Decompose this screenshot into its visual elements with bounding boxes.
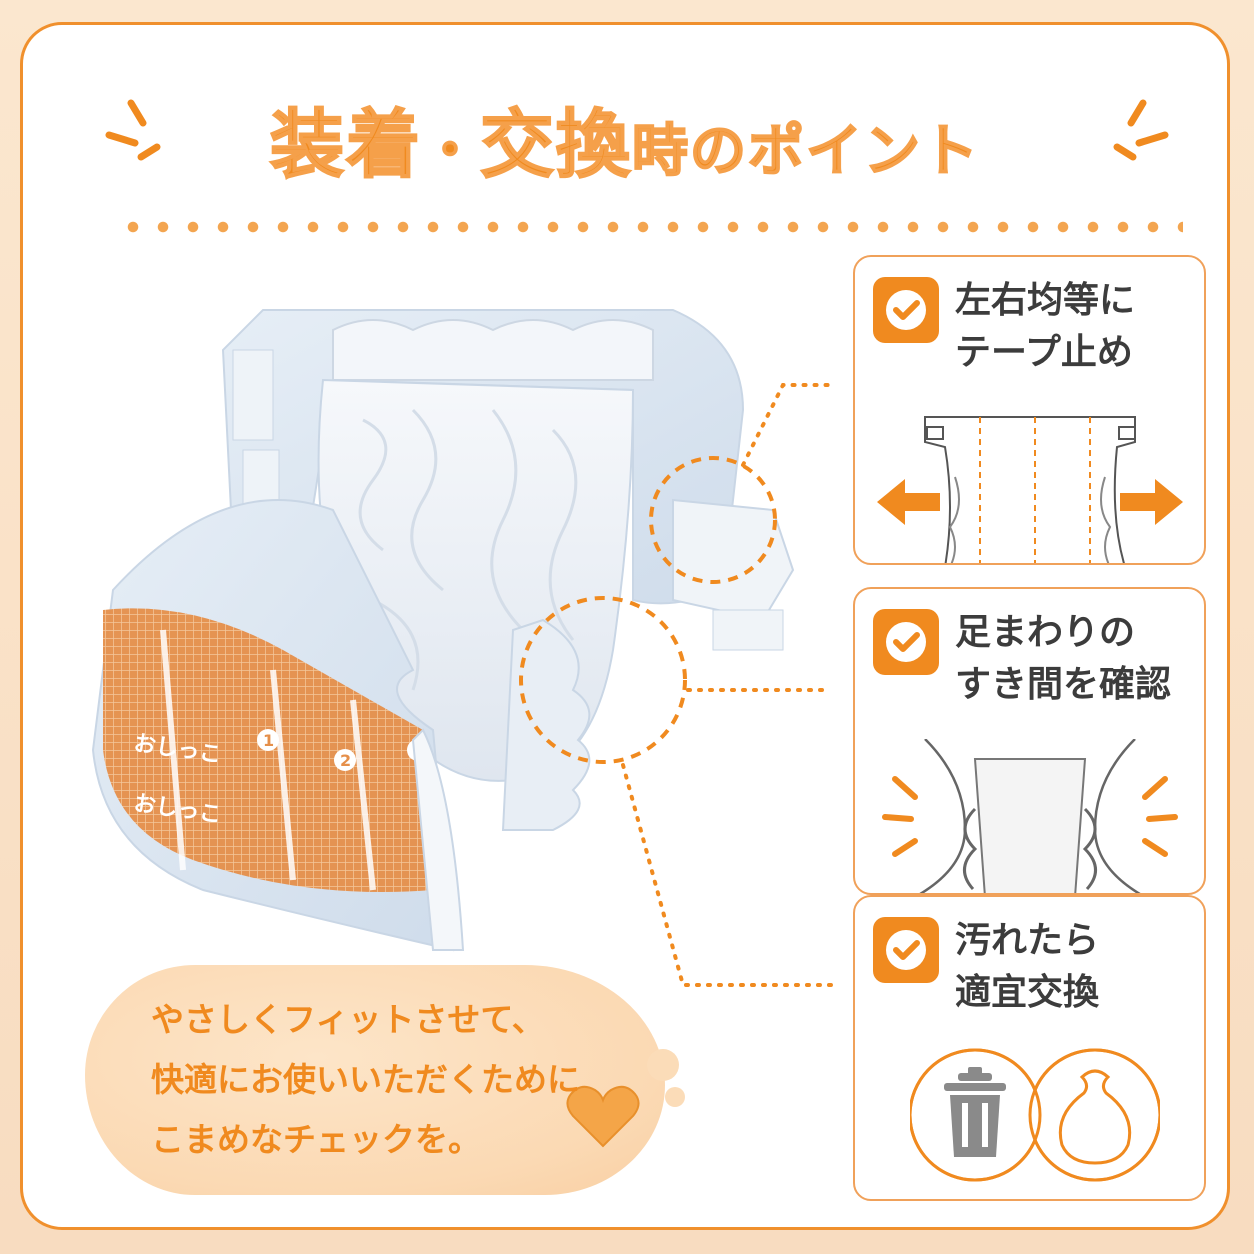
card-tape-fastening: 左右均等に テープ止め <box>853 255 1206 565</box>
card-label-line2: すき間を確認 <box>955 664 1172 705</box>
left-burst-icon <box>105 99 161 161</box>
trash-can-icon <box>944 1067 1006 1157</box>
heart-icon <box>566 1085 640 1148</box>
card-label-line2: 適宜交換 <box>955 972 1100 1013</box>
arrow-right-icon <box>1120 479 1183 525</box>
garbage-bag-icon <box>1058 1069 1132 1165</box>
message-line1: やさしくフィットさせて、 <box>151 1000 545 1039</box>
check-icon <box>873 609 939 675</box>
card-label-line2: テープ止め <box>955 332 1133 373</box>
diaper-num-2: 2 <box>340 751 351 770</box>
title-part3: 時のポイント <box>631 118 980 185</box>
highlight-circle-tape <box>649 456 777 584</box>
leg-gap-diagram <box>882 739 1178 893</box>
card-label-line1: 足まわりの <box>955 612 1136 653</box>
dotted-divider <box>118 221 1183 233</box>
message-line2: 快適にお使いいただくために <box>151 1060 580 1099</box>
right-burst-icon <box>1113 99 1169 161</box>
connector-lines <box>519 383 833 987</box>
card-label-line1: 汚れたら <box>955 920 1100 961</box>
title-part1: 装着 <box>269 101 422 189</box>
message-text: やさしくフィットさせて、 快適にお使いいただくために こまめなチェックを。 <box>151 990 631 1170</box>
diaper-illustration: おしっこ おしっこ 1 2 3 <box>91 309 795 952</box>
check-icon <box>873 277 939 343</box>
main-panel: 装着・交換時のポイント <box>20 22 1230 1230</box>
message-line3: こまめなチェックを。 <box>151 1120 481 1159</box>
title-part2: 交換 <box>479 101 632 189</box>
card-label-line1: 左右均等に <box>955 280 1136 321</box>
diaper-num-1: 1 <box>263 731 274 750</box>
card-label: 左右均等に テープ止め <box>955 275 1195 379</box>
highlight-circle-leg <box>519 596 687 764</box>
check-icon <box>873 917 939 983</box>
title-separator: ・ <box>421 118 480 185</box>
arrow-left-icon <box>877 479 940 525</box>
card-label: 足まわりの すき間を確認 <box>955 607 1195 711</box>
card-label: 汚れたら 適宜交換 <box>955 915 1195 1019</box>
message-bubble <box>85 965 665 1195</box>
bubble-tail-dots <box>647 1049 685 1107</box>
page-title: 装着・交換時のポイント <box>23 85 1227 192</box>
card-replace-when-soiled: 汚れたら 適宜交換 <box>853 895 1206 1201</box>
card-leg-gap-check: 足まわりの すき間を確認 <box>853 587 1206 895</box>
disposal-icons <box>910 1048 1160 1182</box>
tape-diagram <box>877 416 1183 563</box>
